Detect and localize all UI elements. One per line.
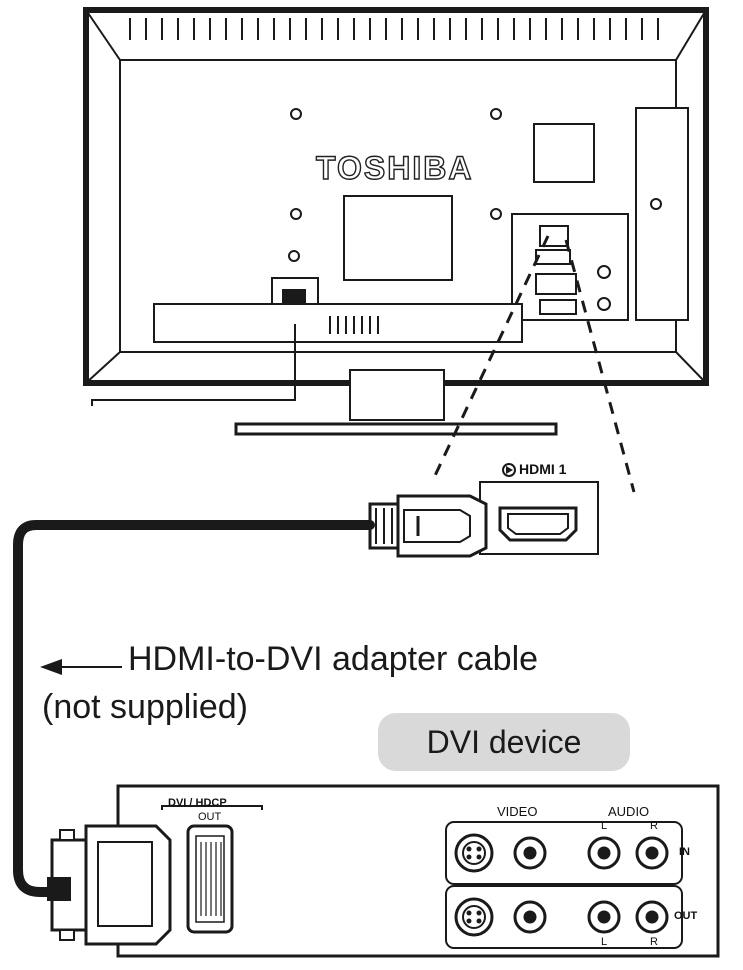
tv-rear-view [83, 7, 709, 436]
cable-label: HDMI-to-DVI adapter cable [128, 640, 539, 678]
audio-section-label: AUDIO [608, 804, 650, 819]
out-row-label: OUT [674, 910, 698, 922]
audio-in-left-label: L [601, 820, 608, 832]
hdmi-port-label: HDMI 1 [519, 461, 567, 477]
dvi-port-label: DVI / HDCP [168, 797, 227, 809]
video-section-label: VIDEO [497, 804, 538, 819]
s-video-jack-in [454, 833, 494, 873]
cable-pointer-arrow [40, 659, 122, 675]
tv-vents-top [129, 18, 659, 40]
hdmi-plug [368, 494, 488, 558]
audio-in-right-label: R [650, 820, 658, 832]
rca-jacks [513, 836, 669, 934]
tv-vents-bottom [329, 316, 379, 334]
device-name: DVI device [426, 724, 582, 760]
in-row-label: IN [679, 846, 690, 858]
device-name-badge: DVI device [378, 713, 630, 771]
adapter-cable [13, 520, 375, 897]
zoom-leader-lines [430, 235, 636, 493]
dvi-port-direction: OUT [198, 811, 222, 823]
tv-brand-logo: TOSHIBA [315, 149, 474, 186]
audio-out-right-label: R [650, 936, 658, 948]
hdmi-port-panel [479, 463, 599, 555]
cable-note: (not supplied) [42, 688, 249, 726]
audio-out-left-label: L [601, 936, 608, 948]
s-video-jack-out [454, 897, 494, 937]
dvi-device-panel [47, 784, 720, 958]
